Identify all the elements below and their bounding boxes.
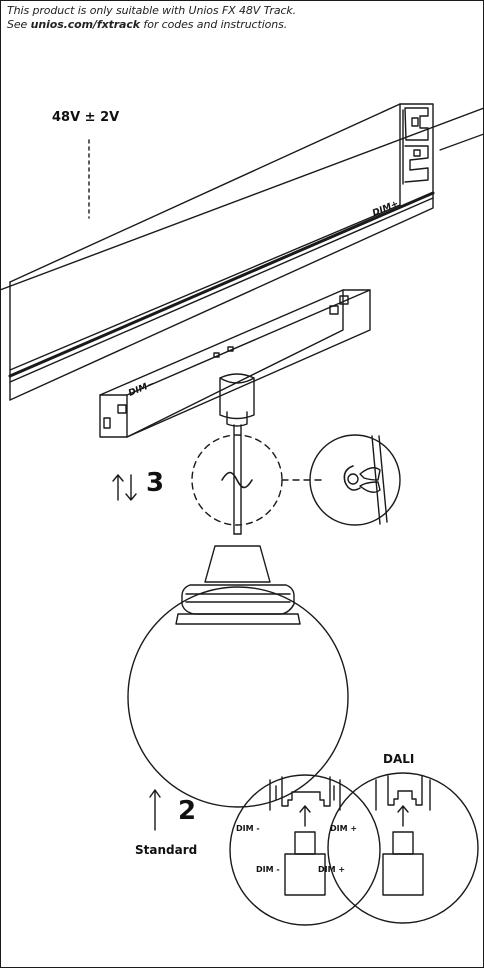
dim-plus-top-label: DIM +	[330, 824, 358, 833]
note-line-2: See unios.com/fxtrack for codes and inst…	[7, 18, 296, 32]
step-3-number: 3	[146, 468, 165, 498]
step-2-number: 2	[178, 796, 197, 826]
glass-sphere	[127, 586, 349, 808]
instruction-note: This product is only suitable with Unios…	[7, 4, 296, 32]
cable-grip-detail	[309, 434, 401, 526]
note-suffix: for codes and instructions.	[140, 18, 288, 31]
standard-connector-detail	[229, 774, 381, 926]
dim-minus-bottom-label: DIM -	[256, 865, 280, 874]
track-adapter	[99, 289, 371, 438]
dim-minus-top-label: DIM -	[236, 824, 260, 833]
pendant-cable	[233, 424, 242, 535]
fxtrack-link[interactable]: unios.com/fxtrack	[30, 18, 141, 31]
note-line-1: This product is only suitable with Unios…	[7, 4, 297, 17]
dali-connector-detail	[327, 772, 479, 924]
dim-plus-bottom-label: DIM +	[318, 865, 346, 874]
pendant-cap	[219, 373, 255, 427]
track-rail	[8, 103, 435, 401]
dali-label: DALI	[383, 752, 415, 766]
up-down-arrows-icon	[112, 474, 137, 501]
up-arrow-icon	[149, 789, 161, 831]
lamp-holder	[175, 533, 301, 625]
voltage-label: 48V ± 2V	[52, 110, 120, 125]
standard-label: Standard	[135, 843, 198, 857]
ceiling-line	[0, 107, 484, 291]
note-prefix: See	[7, 18, 31, 31]
